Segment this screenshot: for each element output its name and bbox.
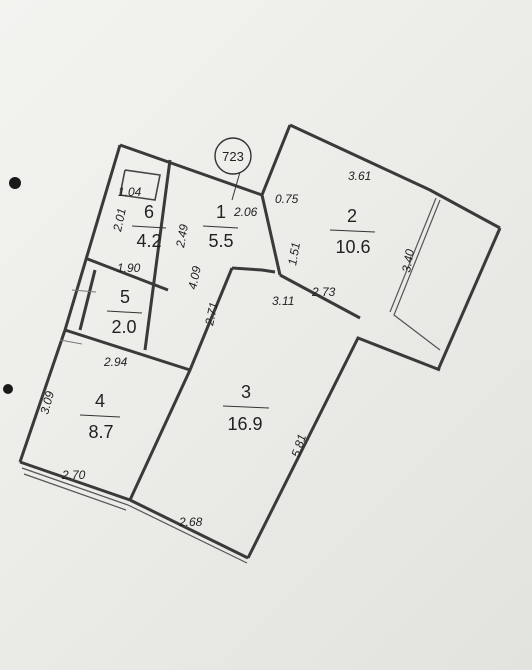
dim-3-11: 3.11: [272, 294, 294, 308]
room-4-area: 8.7: [88, 422, 113, 442]
binder-hole-top: [9, 177, 21, 189]
room-1-divider: [202, 225, 239, 229]
window-room-3: [127, 504, 248, 564]
outer-wall-north-room-2: [260, 124, 292, 196]
room-3-divider: [222, 405, 270, 409]
dim-2-71: 2.71: [202, 301, 221, 328]
outer-wall-south: [129, 498, 249, 560]
window-room-4-inner: [23, 473, 127, 511]
plan-badge-circle: [214, 137, 252, 175]
dim-2-01: 2.01: [110, 207, 129, 234]
wall-room-1-room-3: [128, 267, 234, 501]
dim-2-73: 2.73: [311, 285, 336, 299]
dim-1-51: 1.51: [285, 241, 303, 266]
room-1-number: 1: [216, 202, 226, 222]
wall-room-6-room-1: [143, 159, 172, 351]
outer-wall-north-east: [289, 123, 501, 230]
dim-2-06: 2.06: [233, 205, 258, 219]
room-6-number: 6: [144, 202, 154, 222]
outer-wall-south-west: [19, 460, 131, 502]
room-2-area: 10.6: [335, 237, 370, 257]
room-3-area: 16.9: [227, 414, 262, 434]
outer-wall-west: [18, 144, 122, 463]
plan-badge-leader: [231, 171, 241, 201]
dim-2-70: 2.70: [61, 468, 86, 482]
binder-hole-bottom: [3, 384, 13, 394]
room-6-divider: [131, 225, 167, 229]
dim-3-40: 3.40: [399, 248, 417, 274]
room-3-number: 3: [241, 382, 251, 402]
wall-room-2-room-3: [279, 273, 361, 320]
outer-wall-east-room-3: [246, 336, 441, 559]
balcony-glazing-inner: [389, 197, 437, 313]
room-1-area: 5.5: [208, 231, 233, 251]
dim-1-90: 1.90: [117, 261, 141, 275]
dim-2-94: 2.94: [103, 355, 128, 369]
hatch-line: [71, 289, 97, 293]
room-5-area: 2.0: [111, 317, 136, 337]
dim-3-09: 3.09: [37, 389, 57, 415]
room-5-divider: [106, 310, 143, 314]
dim-1-04: 1.04: [118, 185, 142, 199]
room-6-area: 4.2: [136, 231, 161, 251]
ventilation-shaft: [119, 169, 161, 201]
wall-room-6-room-5: [84, 256, 169, 292]
outer-wall-north-west: [119, 143, 263, 197]
wall-room-5-box: [78, 269, 97, 331]
room-4-number: 4: [95, 391, 105, 411]
window-room-4: [21, 467, 129, 506]
balcony-glazing: [393, 199, 441, 351]
hatch-line: [59, 339, 83, 345]
room-2-divider: [329, 229, 376, 233]
room-4-divider: [79, 414, 121, 418]
dim-2-49: 2.49: [173, 223, 191, 250]
dim-5-81: 5.81: [289, 432, 310, 459]
wall-room-5-room-4: [64, 328, 191, 372]
dim-4-09: 4.09: [185, 265, 204, 291]
plan-badge-label: 723: [222, 149, 244, 164]
dim-3-61: 3.61: [348, 169, 371, 183]
wall-room-1-room-2: [231, 266, 276, 274]
dim-2-68: 2.68: [178, 515, 203, 529]
room-5-number: 5: [120, 287, 130, 307]
room-2-number: 2: [347, 206, 357, 226]
wall-room-1-room-2-vertical: [260, 194, 282, 276]
dim-0-75: 0.75: [275, 192, 299, 206]
outer-wall-east-room-2: [436, 227, 502, 371]
